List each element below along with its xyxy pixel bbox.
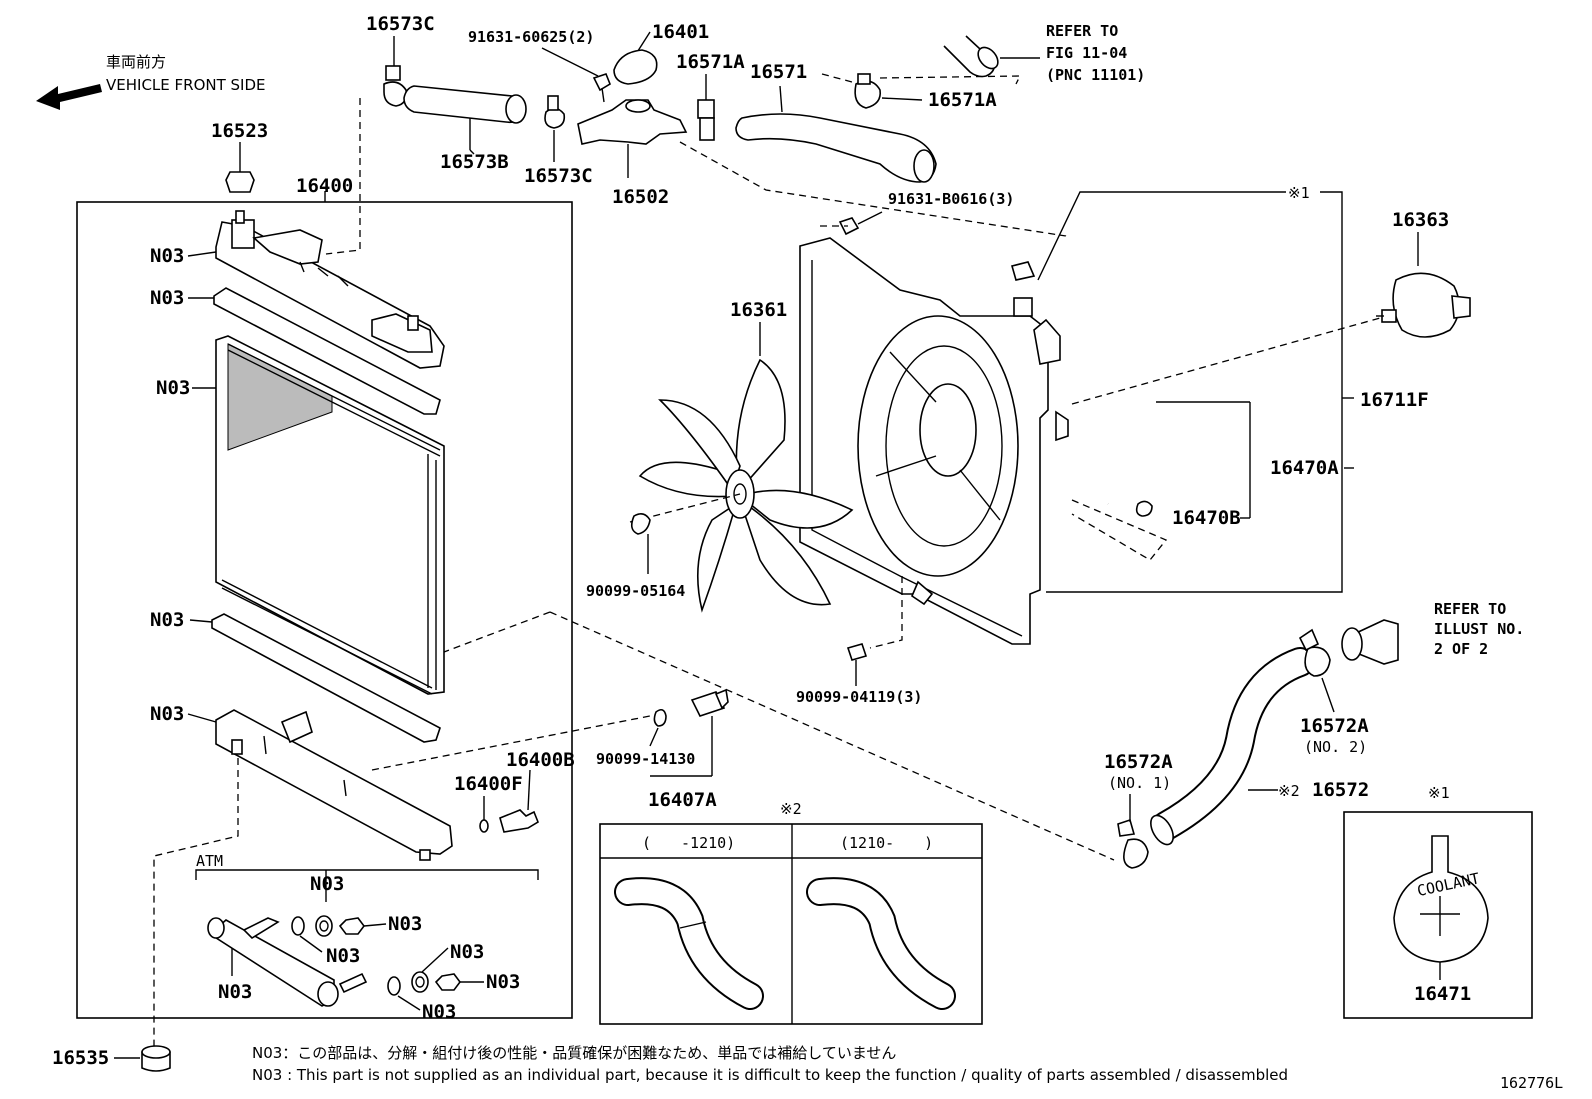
label-16471: 16471 (1414, 983, 1471, 1005)
n03-label-core: N03 (156, 377, 190, 399)
radiator-upper-gasket (213, 287, 441, 415)
refer-fig-11-04: REFER TO FIG 11-04 (PNC 11101) (943, 22, 1145, 84)
label-no1: (NO. 1) (1108, 774, 1171, 792)
radiator-leaders: N03 N03 N03 N03 N03 (150, 245, 217, 725)
reserve-cap-box: ※1 COOLANT 16471 (1343, 784, 1533, 1019)
water-outlet-16502 (577, 99, 688, 145)
vehicle-front-indicator: 車両前方 VEHICLE FRONT SIDE (36, 53, 266, 110)
note-en: N03 : This part is not supplied as an in… (252, 1066, 1288, 1084)
n03-label-atm-pipe: N03 (218, 981, 252, 1003)
fan-motor-16363: 16363 (1071, 209, 1471, 405)
radiator-upper-tank (215, 210, 445, 369)
label-16573C-mid: 16573C (524, 165, 593, 187)
radiator-cap-16401 (613, 49, 658, 85)
n03-label-upper-gasket: N03 (150, 287, 184, 309)
illustration-number: 162776L (1500, 1074, 1563, 1092)
label-no2: (NO. 2) (1304, 738, 1367, 756)
label-90099-05164: 90099-05164 (586, 582, 685, 600)
part-16523-cap: 16523 (211, 120, 268, 193)
n03-label-lower-tank: N03 (150, 703, 184, 725)
lower-hose-16572: 16572A (NO. 2) 16572A (NO. 1) ※2 16572 (443, 611, 1369, 869)
refer-fig-line2: FIG 11-04 (1046, 44, 1127, 62)
part-16535: 16535 (52, 758, 239, 1072)
range-right: (1210- ) (840, 834, 933, 852)
label-16571A-top: 16571A (676, 51, 745, 73)
label-16363: 16363 (1392, 209, 1449, 231)
front-arrow-icon (36, 84, 102, 110)
label-16573C-top: 16573C (366, 13, 435, 35)
refer-illust-line2: ILLUST NO. (1434, 620, 1524, 638)
label-91631-B0616: 91631-B0616(3) (888, 190, 1014, 208)
label-16361: 16361 (730, 299, 787, 321)
n03-label-lower-gasket: N03 (150, 609, 184, 631)
label-16571: 16571 (750, 61, 807, 83)
radiator-hose-16571: 16571A 16571 16571A (676, 51, 1067, 237)
label-16400: 16400 (296, 175, 353, 197)
hose-variant-box: ※2 ( -1210) (1210- ) (599, 800, 983, 1025)
n03-label-atm-washer3: N03 (422, 1001, 456, 1023)
label-16572A-no1: 16572A (1104, 751, 1173, 773)
overflow-hose-16470A: 16470A 16470B (1064, 234, 1354, 561)
n03-label-atm-washer2: N03 (450, 941, 484, 963)
label-16573B: 16573B (440, 151, 509, 173)
label-16400F: 16400F (454, 773, 523, 795)
drain-cock-group: 90099-14130 16407A (371, 688, 729, 811)
n03-label-atm-nut1: N03 (388, 913, 422, 935)
bolt-90099-04119: 90099-04119(3) (796, 576, 922, 706)
range-left: ( -1210) (642, 834, 735, 852)
label-16572: 16572 (1312, 779, 1369, 801)
footnotes: N03：この部品は、分解・組付け後の性能・品質確保が困難なため、単品では補給して… (252, 1044, 1563, 1092)
label-16400B: 16400B (506, 749, 575, 771)
label-16502: 16502 (612, 186, 669, 208)
bolt-91631-B0616: 91631-B0616(3) (820, 190, 1014, 236)
label-16470A: 16470A (1270, 457, 1339, 479)
refer-fig-line3: (PNC 11101) (1046, 66, 1145, 84)
fan-16361: 16361 90099-05164 (586, 299, 854, 613)
radiator-lower-tank (215, 709, 453, 861)
vehicle-front-en-label: VEHICLE FRONT SIDE (106, 76, 266, 94)
label-16470B: 16470B (1172, 507, 1241, 529)
label-90099-04119: 90099-04119(3) (796, 688, 922, 706)
radiator-core (215, 335, 445, 695)
atm-cooler-group: ATM N03 N03 N03 N03 N03 N03 N03 (195, 852, 539, 1023)
note-jp: N03：この部品は、分解・組付け後の性能・品質確保が困難なため、単品では補給して… (252, 1044, 896, 1062)
atm-label: ATM (196, 852, 223, 870)
label-16571A-right: 16571A (928, 89, 997, 111)
label-90099-14130: 90099-14130 (596, 750, 695, 768)
label-16711F: 16711F (1360, 389, 1429, 411)
mark2-box: ※2 (780, 800, 802, 818)
label-16523: 16523 (211, 120, 268, 142)
bracket-16711F: ※1 16711F (1037, 184, 1429, 593)
mark1-box: ※1 (1428, 784, 1450, 802)
label-16572A-no2: 16572A (1300, 715, 1369, 737)
refer-fig-line1: REFER TO (1046, 22, 1118, 40)
water-outlet-group: 91631-60625(2) 16401 16502 (468, 21, 709, 208)
drain-plug-group: 16400B 16400F (454, 749, 575, 833)
label-16535: 16535 (52, 1047, 109, 1069)
n03-label-atm-nut2: N03 (486, 971, 520, 993)
label-91631-60625: 91631-60625(2) (468, 28, 594, 46)
refer-illust-line3: 2 OF 2 (1434, 640, 1488, 658)
radiator-lower-gasket (211, 613, 441, 743)
label-16407A: 16407A (648, 789, 717, 811)
refer-illust-line1: REFER TO (1434, 600, 1506, 618)
upper-hose-group: 16573C 16573B 16573C (325, 13, 593, 255)
fan-shroud-16711F (799, 237, 1069, 645)
mark2-16572: ※2 (1278, 782, 1300, 800)
label-16401: 16401 (652, 21, 709, 43)
n03-label-atm-washer1: N03 (326, 945, 360, 967)
vehicle-front-jp-label: 車両前方 (106, 53, 166, 71)
n03-label-atm-top: N03 (310, 873, 344, 895)
mark1-top: ※1 (1288, 184, 1310, 202)
refer-illust-2of2: REFER TO ILLUST NO. 2 OF 2 (1341, 600, 1524, 665)
n03-label-upper-tank: N03 (150, 245, 184, 267)
